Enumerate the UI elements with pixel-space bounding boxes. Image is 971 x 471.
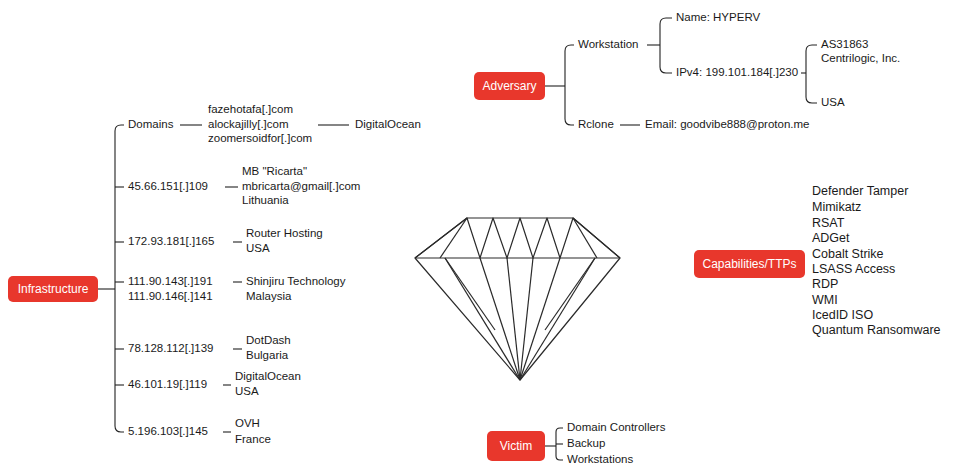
category-label: Adversary bbox=[482, 79, 536, 93]
tree-label: Malaysia bbox=[246, 290, 291, 303]
diamond-illustration bbox=[415, 218, 620, 380]
tree-label: 172.93.181[.]165 bbox=[128, 235, 214, 248]
tree-label: RDP bbox=[812, 277, 838, 291]
category-label: Victim bbox=[500, 439, 532, 453]
category-box: Adversary bbox=[474, 72, 545, 100]
tree-label: mbricarta@gmail[.]com bbox=[242, 180, 360, 193]
tree-label: LSASS Access bbox=[812, 262, 895, 276]
tree-label: USA bbox=[235, 385, 259, 398]
tree-label: Quantum Ransomware bbox=[812, 323, 941, 337]
tree-label: Email: goodvibe888@proton.me bbox=[645, 118, 809, 131]
tree-label: OVH bbox=[235, 417, 260, 430]
tree-label: fazehotafa[.]com bbox=[208, 103, 293, 116]
tree-label: MB "Ricarta" bbox=[242, 165, 307, 178]
tree-label: Shinjiru Technology bbox=[246, 275, 346, 288]
tree-label: Router Hosting bbox=[246, 227, 323, 240]
tree-label: IPv4: 199.101.184[.]230 bbox=[676, 66, 798, 79]
category-label: Infrastructure bbox=[18, 282, 89, 296]
tree-label: Rclone bbox=[578, 118, 614, 131]
tree-label: Workstations bbox=[567, 453, 633, 466]
tree-label: USA bbox=[821, 96, 845, 109]
tree-label: Domains bbox=[128, 118, 173, 131]
tree-label: Centrilogic, Inc. bbox=[821, 52, 900, 65]
tree-label: Domain Controllers bbox=[567, 421, 665, 434]
tree-label: WMI bbox=[812, 293, 838, 307]
tree-label: IcedID ISO bbox=[812, 308, 873, 322]
tree-label: ADGet bbox=[812, 231, 850, 245]
tree-label: Mimikatz bbox=[812, 200, 861, 214]
tree-label: 45.66.151[.]109 bbox=[128, 180, 208, 193]
tree-label: USA bbox=[246, 242, 270, 255]
tree-label: 111.90.146[.]141 bbox=[128, 290, 213, 303]
tree-label: 5.196.103[.]145 bbox=[128, 425, 208, 438]
tree-label: RSAT bbox=[812, 216, 844, 230]
tree-label: DotDash bbox=[246, 334, 291, 347]
category-box: Capabilities/TTPs bbox=[694, 250, 805, 278]
tree-label: DigitalOcean bbox=[235, 370, 301, 383]
tree-label: Bulgaria bbox=[246, 349, 288, 362]
tree-label: Cobalt Strike bbox=[812, 247, 884, 261]
category-label: Capabilities/TTPs bbox=[702, 257, 796, 271]
tree-label: Lithuania bbox=[242, 194, 289, 207]
tree-label: 46.101.19[.]119 bbox=[128, 378, 207, 391]
tree-label: 111.90.143[.]191 bbox=[128, 275, 213, 288]
tree-label: Workstation bbox=[578, 38, 639, 51]
category-box: Victim bbox=[487, 431, 545, 461]
tree-label: DigitalOcean bbox=[355, 118, 421, 131]
tree-label: 78.128.112[.]139 bbox=[128, 342, 213, 355]
tree-label: alockajilly[.]com bbox=[208, 118, 289, 131]
tree-label: zoomersoidfor[.]com bbox=[208, 132, 312, 145]
tree-label: Defender Tamper bbox=[812, 184, 908, 198]
category-box: Infrastructure bbox=[8, 276, 98, 302]
tree-label: AS31863 bbox=[821, 38, 868, 51]
tree-label: France bbox=[235, 433, 271, 446]
tree-label: Backup bbox=[567, 437, 605, 450]
tree-label: Name: HYPERV bbox=[676, 11, 760, 24]
